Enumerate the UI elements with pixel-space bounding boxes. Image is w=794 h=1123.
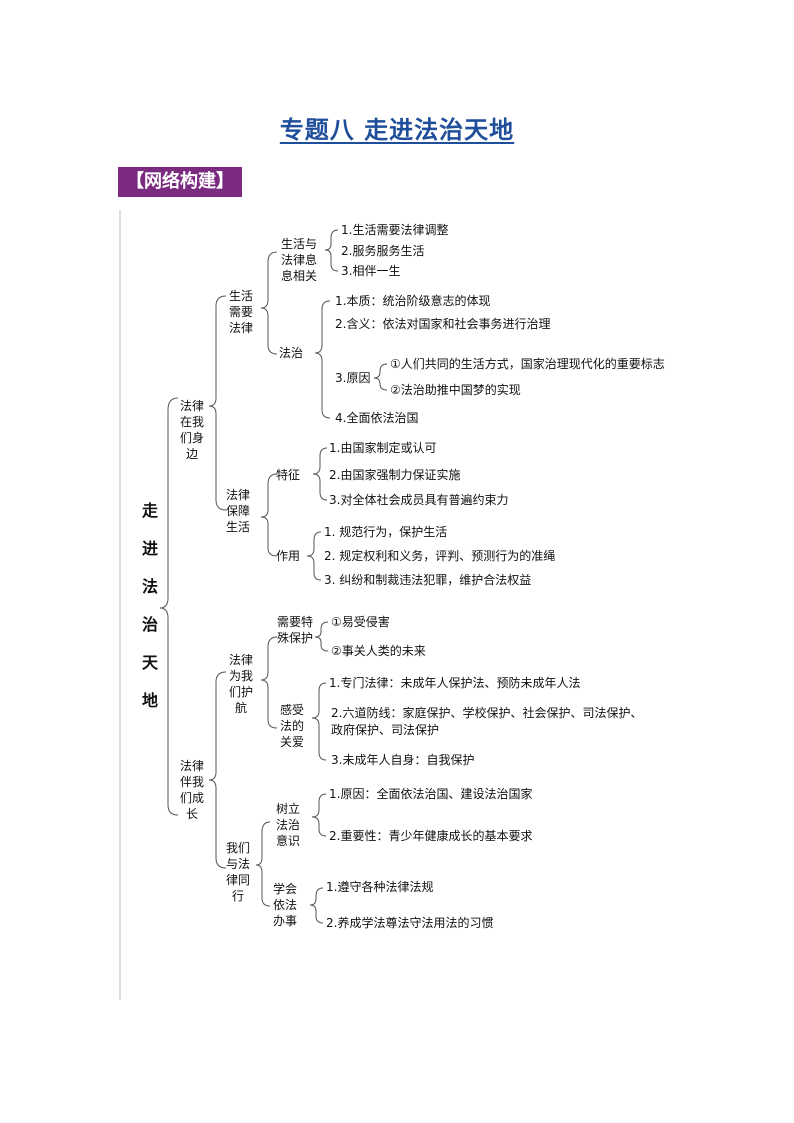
functions-label: 作用 xyxy=(276,549,301,563)
leaf-item: ①人们共同的生活方式，国家治理现代化的重要标志 xyxy=(390,357,665,371)
leaf-item: 2.重要性：青少年健康成长的基本要求 xyxy=(329,829,533,843)
legal-awareness-label: 树立法治意识 xyxy=(275,802,300,848)
leaf-item: 2.服务服务生活 xyxy=(341,244,425,258)
branch-2-label: 法律伴我们成长 xyxy=(179,759,204,821)
root-node: 走 进 法 治 天 地 xyxy=(138,492,162,720)
root-char: 治 xyxy=(141,615,158,634)
leaf-item: 2.含义：依法对国家和社会事务进行治理 xyxy=(335,317,551,331)
branch-2-sub-1-label: 法律为我们护航 xyxy=(228,653,253,715)
branch-1-sub-2-label: 法律保障生活 xyxy=(225,488,250,534)
special-protection-label: 需要特殊保护 xyxy=(276,615,313,645)
section-tag: 【网络构建】 xyxy=(118,167,242,197)
page-title-text: 专题八 走进法治天地 xyxy=(279,116,515,144)
leaf-item: 1.本质：统治阶级意志的体现 xyxy=(335,294,491,308)
leaf-item: 3.未成年人自身：自我保护 xyxy=(331,753,475,767)
leaf-item: 2.六道防线：家庭保护、学校保护、社会保护、司法保护、 xyxy=(331,706,643,720)
leaf-item: 2.养成学法尊法守法用法的习惯 xyxy=(326,916,494,930)
branch-1-label: 法律在我们身边 xyxy=(179,399,204,461)
leaf-item: 1.由国家制定或认可 xyxy=(329,441,437,455)
branch-2-sub-2-label: 我们与法律同行 xyxy=(225,841,250,903)
features-label: 特征 xyxy=(276,468,301,482)
leaf-item: 1.专门法律：未成年人保护法、预防未成年人法 xyxy=(329,676,581,690)
root-char: 法 xyxy=(141,577,158,596)
root-char: 进 xyxy=(141,539,158,558)
leaf-item: 4.全面依法治国 xyxy=(335,411,419,425)
root-char: 天 xyxy=(141,653,158,672)
leaf-item: 2. 规定权利和义务，评判、预测行为的准绳 xyxy=(324,549,556,563)
page-title: 专题八 走进法治天地 xyxy=(0,110,794,145)
act-by-law-label: 学会依法办事 xyxy=(272,882,297,928)
leaf-item: 1.遵守各种法律法规 xyxy=(326,880,434,894)
root-char: 地 xyxy=(141,691,158,710)
leaf-item: 3.原因 xyxy=(335,371,371,385)
branch-1-sub-1-label: 生活需要法律 xyxy=(228,289,253,335)
leaf-item: 1. 规范行为，保护生活 xyxy=(324,525,448,539)
life-law-label: 生活与法律息息相关 xyxy=(280,237,317,283)
leaf-item: 1.生活需要法律调整 xyxy=(341,223,449,237)
leaf-item: 政府保护、司法保护 xyxy=(331,723,440,737)
leaf-item: ②事关人类的未来 xyxy=(331,644,426,658)
leaf-item: 3. 纠纷和制裁违法犯罪，维护合法权益 xyxy=(324,573,532,587)
root-char: 走 xyxy=(141,501,158,520)
rule-of-law-label: 法治 xyxy=(279,346,304,360)
leaf-item: ②法治助推中国梦的实现 xyxy=(390,383,521,397)
leaf-item: 3.相伴一生 xyxy=(341,264,401,278)
leaf-item: 1.原因：全面依法治国、建设法治国家 xyxy=(329,787,533,801)
leaf-item: 2.由国家强制力保证实施 xyxy=(329,468,461,482)
feel-care-label: 感受法的关爱 xyxy=(279,703,304,749)
leaf-item: ①易受侵害 xyxy=(331,615,390,629)
leaf-item: 3.对全体社会成员具有普遍约束力 xyxy=(329,493,509,507)
